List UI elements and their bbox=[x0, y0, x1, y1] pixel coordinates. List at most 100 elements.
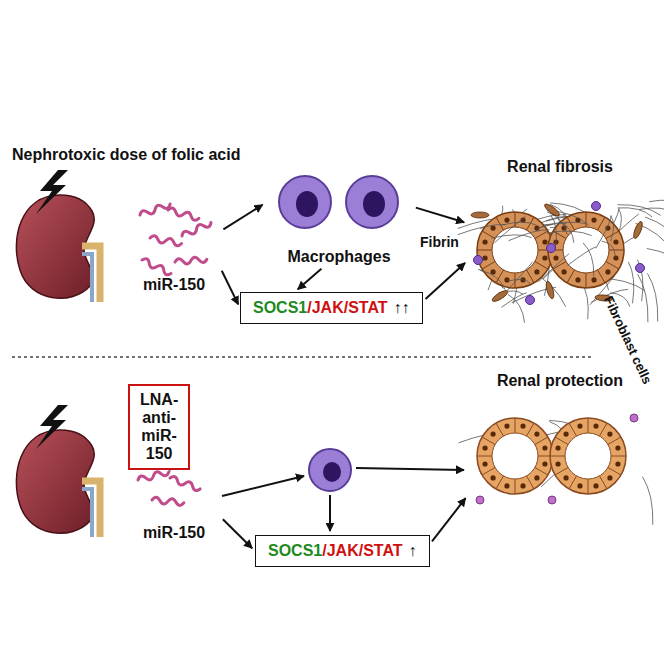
cell-border bbox=[550, 456, 565, 457]
cell-border bbox=[555, 468, 568, 476]
mirna-strand bbox=[139, 201, 171, 218]
macrophage-cell bbox=[309, 449, 351, 491]
fibrin-fiber bbox=[611, 216, 614, 241]
fibrin-label: Fibrin bbox=[420, 234, 459, 250]
cell-nucleus bbox=[577, 423, 582, 428]
cell-nucleus bbox=[593, 483, 598, 488]
fibroblast bbox=[543, 202, 561, 218]
mirna-strand bbox=[175, 256, 207, 265]
macrophage-cells bbox=[279, 176, 398, 228]
cell-nucleus bbox=[577, 483, 582, 488]
ureter bbox=[82, 246, 100, 302]
tubule-wall bbox=[477, 418, 553, 494]
fibrin-fiber bbox=[502, 222, 537, 225]
cell-nucleus bbox=[482, 445, 487, 450]
fibrin-fiber bbox=[639, 208, 664, 213]
cell-nucleus bbox=[542, 239, 547, 244]
cell-border bbox=[569, 476, 577, 489]
cell-nucleus bbox=[591, 217, 596, 222]
macrophage-dot bbox=[474, 256, 483, 265]
pathway-name: /JAK/STAT bbox=[307, 299, 387, 316]
cell-border bbox=[482, 468, 495, 476]
fibrin-fiber bbox=[583, 243, 594, 276]
tubule-lumen bbox=[492, 227, 538, 273]
cell-border bbox=[569, 423, 577, 436]
cell-border bbox=[588, 418, 589, 433]
macrophage bbox=[309, 449, 351, 491]
cell-border bbox=[588, 479, 589, 494]
kidney-top bbox=[16, 170, 100, 302]
pathway-name: SOCS1 bbox=[268, 542, 322, 559]
cell-nucleus bbox=[534, 269, 539, 274]
tissue-figures bbox=[458, 200, 664, 525]
mirna-strand bbox=[169, 475, 201, 492]
cell-border bbox=[496, 476, 504, 489]
cell-border bbox=[527, 423, 535, 436]
cell-nucleus bbox=[607, 475, 612, 480]
fibrin-fiber bbox=[647, 248, 664, 269]
cell-nucleus bbox=[490, 475, 495, 480]
node-label: Renal protection bbox=[497, 372, 623, 390]
cell-nucleus bbox=[542, 445, 547, 450]
fibrin-fiber bbox=[495, 216, 526, 243]
fibroblast bbox=[491, 289, 509, 304]
condition-label: Nephrotoxic dose of folic acid bbox=[12, 146, 240, 164]
cell-nucleus bbox=[613, 255, 618, 260]
node-label: Renal fibrosis bbox=[507, 158, 613, 176]
tubule-wall bbox=[550, 418, 626, 494]
cell-nucleus bbox=[520, 423, 525, 428]
cell-nucleus bbox=[520, 483, 525, 488]
fibrin-fiber bbox=[538, 254, 569, 282]
fibrin-fiber bbox=[649, 200, 664, 205]
arrow-connector bbox=[298, 269, 322, 290]
figure-arrows bbox=[222, 468, 464, 531]
cell-border bbox=[477, 456, 492, 457]
mirna-strand bbox=[149, 235, 182, 246]
fibrin-fiber bbox=[509, 279, 531, 284]
cell-border bbox=[515, 418, 516, 433]
mirna-strand bbox=[141, 257, 173, 276]
mirna-strand bbox=[167, 207, 199, 221]
macrophage-dot bbox=[636, 264, 645, 273]
outcome-panel: Renal protection bbox=[468, 372, 652, 522]
cell-border bbox=[609, 250, 624, 251]
arrow-connector bbox=[426, 263, 466, 299]
fibrin-fiber bbox=[645, 217, 664, 246]
macrophage-dot bbox=[592, 202, 601, 211]
macrophage-dot bbox=[630, 414, 638, 422]
cell-nucleus bbox=[605, 269, 610, 274]
fibrin-fiber bbox=[547, 231, 592, 235]
cell-nucleus bbox=[613, 239, 618, 244]
cell-nucleus bbox=[482, 255, 487, 260]
arrow-connector bbox=[416, 208, 464, 223]
macrophage bbox=[346, 176, 398, 228]
arrow-connector bbox=[432, 498, 466, 541]
macrophage-dot bbox=[526, 296, 535, 305]
cell-border bbox=[608, 468, 621, 476]
cell-border bbox=[496, 423, 504, 436]
cell-nucleus bbox=[563, 475, 568, 480]
cell-nucleus bbox=[504, 277, 509, 282]
fibrin-fiber bbox=[628, 262, 633, 304]
cell-border bbox=[535, 262, 548, 270]
cell-nucleus bbox=[482, 239, 487, 244]
cell-nucleus bbox=[482, 461, 487, 466]
pathway-name: ↑↑ bbox=[394, 299, 410, 316]
tubule bbox=[477, 418, 553, 494]
tubule bbox=[550, 418, 626, 494]
cell-nucleus bbox=[615, 461, 620, 466]
cell-border bbox=[598, 270, 606, 283]
cell-nucleus bbox=[615, 445, 620, 450]
pathway-name: /JAK/STAT bbox=[322, 542, 402, 559]
fibrin-fiber bbox=[458, 224, 506, 234]
cell-border bbox=[606, 262, 619, 270]
fibrin-fiber bbox=[647, 273, 657, 321]
cell-border bbox=[477, 250, 492, 251]
arrow-connector bbox=[223, 205, 262, 230]
fibrin-fiber bbox=[617, 205, 660, 216]
cell-border bbox=[586, 212, 587, 227]
fibrin-fiber bbox=[491, 235, 531, 238]
kidney-bottom bbox=[16, 405, 100, 537]
mirna-group: miR-150 bbox=[128, 462, 220, 542]
outcome-panel: Renal fibrosis bbox=[468, 158, 652, 300]
